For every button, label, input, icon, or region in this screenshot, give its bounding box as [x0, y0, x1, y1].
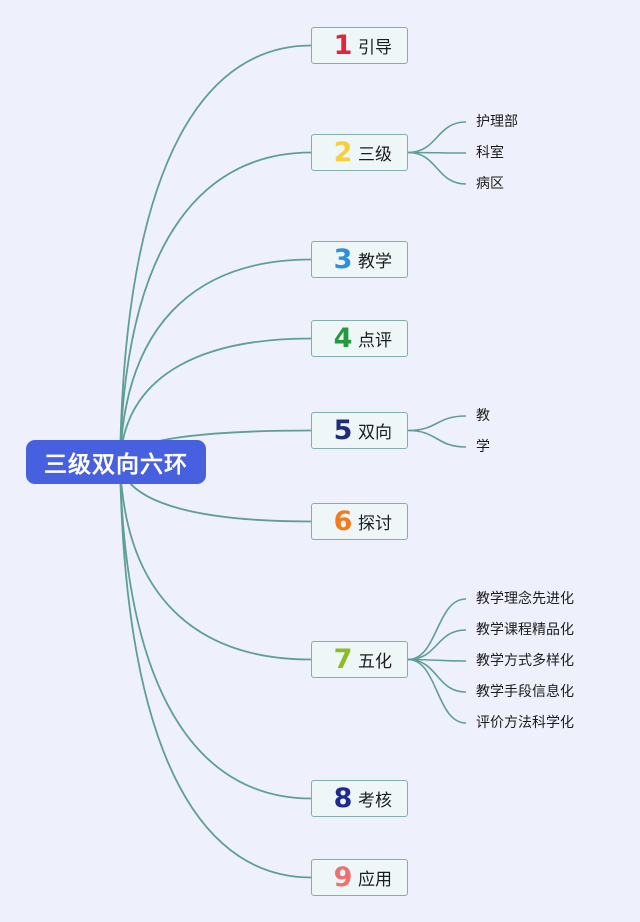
leaf-teach: 教 [476, 408, 490, 424]
leaf-connector-5-2 [407, 429, 467, 448]
branch-number: 9 [333, 862, 353, 893]
branch-label: 应用 [358, 870, 392, 890]
branch-connector-8 [119, 461, 312, 800]
leaf-five-3: 教学方式多样化 [476, 653, 574, 669]
branch-number: 8 [333, 783, 353, 814]
branch-node-7: 7 五化 [311, 641, 408, 678]
branch-number: 7 [333, 644, 353, 675]
leaf-five-4: 教学手段信息化 [476, 684, 574, 700]
leaf-connector-5-1 [407, 415, 467, 432]
leaf-connector-2-1 [407, 121, 467, 154]
branch-connector-3 [119, 258, 312, 463]
branch-node-9: 9 应用 [311, 859, 408, 896]
branch-node-4: 4 点评 [311, 320, 408, 357]
branch-number: 5 [333, 415, 353, 446]
branch-number: 1 [333, 30, 353, 61]
branch-node-5: 5 双向 [311, 412, 408, 449]
leaf-nursing-department: 护理部 [476, 114, 518, 130]
branch-number: 6 [333, 506, 353, 537]
branch-label: 五化 [358, 652, 392, 672]
leaf-learn: 学 [476, 439, 490, 455]
branch-node-3: 3 教学 [311, 241, 408, 278]
branch-leaf-connectors [407, 121, 467, 724]
branch-node-6: 6 探讨 [311, 503, 408, 540]
leaf-connector-7-2 [407, 629, 467, 661]
leaf-ward: 病区 [476, 176, 504, 192]
branch-connector-2 [119, 151, 312, 463]
branch-number: 4 [333, 323, 353, 354]
branch-label: 探讨 [358, 514, 392, 534]
branch-number: 3 [333, 244, 353, 275]
leaf-connector-7-1 [407, 598, 467, 661]
leaf-department: 科室 [476, 145, 504, 161]
branch-connector-9 [119, 461, 312, 879]
root-node: 三级双向六环 [26, 440, 206, 484]
branch-connector-4 [119, 337, 312, 463]
leaf-connector-7-4 [407, 658, 467, 693]
leaf-five-2: 教学课程精品化 [476, 622, 574, 638]
root-label: 三级双向六环 [44, 452, 188, 478]
leaf-five-5: 评价方法科学化 [476, 715, 574, 731]
branch-label: 双向 [358, 423, 392, 443]
branch-label: 教学 [358, 252, 392, 272]
branch-node-2: 2 三级 [311, 134, 408, 171]
branch-label: 点评 [358, 331, 392, 351]
branch-connector-7 [119, 461, 312, 661]
leaf-five-1: 教学理念先进化 [476, 591, 574, 607]
branch-label: 考核 [358, 791, 392, 811]
branch-label: 三级 [358, 145, 392, 165]
branch-number: 2 [333, 137, 353, 168]
branch-label: 引导 [358, 38, 392, 58]
branch-node-8: 8 考核 [311, 780, 408, 817]
leaf-connector-7-5 [407, 658, 467, 724]
branch-node-1: 1 引导 [311, 27, 408, 64]
branch-connector-1 [119, 44, 312, 463]
leaf-connector-2-3 [407, 151, 467, 185]
